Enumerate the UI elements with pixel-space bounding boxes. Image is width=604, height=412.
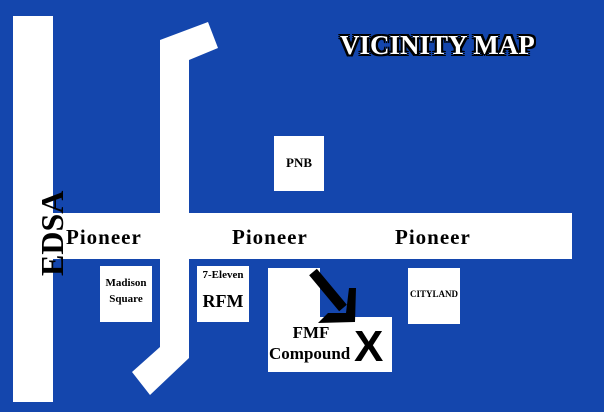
- pioneer-road: [52, 213, 572, 259]
- map-title: VICINITY MAP: [340, 30, 535, 60]
- pioneer-label-3: Pioneer: [395, 225, 471, 249]
- fmf-label-2: Compound: [269, 344, 351, 363]
- fmf-label-1: FMF: [292, 323, 330, 342]
- pioneer-label-1: Pioneer: [66, 225, 142, 249]
- edsa-road: [13, 16, 53, 402]
- cityland-box: [408, 268, 460, 324]
- madison-label-2: Square: [109, 293, 143, 305]
- edsa-label: EDSA: [34, 190, 70, 276]
- madison-square-box: [100, 266, 152, 322]
- rfm-label: RFM: [202, 291, 244, 311]
- side-street: [132, 22, 218, 395]
- rfm-box: [197, 266, 249, 322]
- pnb-box: [274, 136, 324, 191]
- seven-eleven-label: 7-Eleven: [202, 269, 244, 281]
- pnb-label: PNB: [286, 155, 312, 170]
- location-marker-x: X: [354, 322, 384, 371]
- pioneer-label-2: Pioneer: [232, 225, 308, 249]
- cityland-label: CITYLAND: [409, 289, 458, 299]
- arrow-icon: [309, 268, 356, 323]
- madison-label-1: Madison: [105, 277, 147, 289]
